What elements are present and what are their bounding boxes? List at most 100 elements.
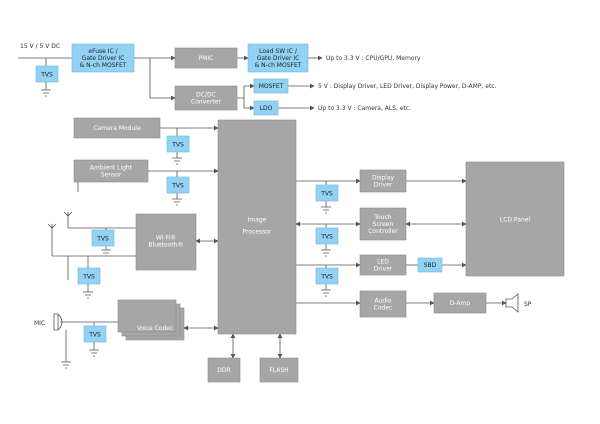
blocks — [71, 43, 565, 383]
tvs-led-label: TVS — [320, 274, 333, 281]
sbd-block — [417, 257, 443, 273]
vin-label: 15 V / 5 V DC — [20, 43, 60, 50]
image-label-line-1: Processor — [243, 229, 272, 236]
damp-label: D-Amp — [450, 300, 471, 307]
touch-label-line-1: Screen — [373, 221, 394, 228]
dcdc-mosfet-arrow — [243, 83, 255, 98]
image-processor-block — [217, 119, 297, 335]
ldo-block — [253, 100, 279, 116]
pmic-block — [174, 47, 238, 69]
tvs-als: TVS — [166, 176, 190, 194]
ground-symbols — [41, 89, 331, 369]
tvs-disp: TVS — [315, 184, 339, 202]
audio-codec-block — [359, 290, 407, 318]
flash-block — [259, 357, 299, 383]
ldo-label: LDO — [260, 105, 273, 112]
tvs-disp-label: TVS — [320, 191, 333, 198]
pmic-label: PMIC — [199, 55, 214, 62]
dcdc-label-line-0: DC/DC — [196, 92, 216, 99]
microphone-icon — [53, 313, 63, 331]
als-block — [73, 159, 149, 183]
efuse-dcdc-arrow — [149, 58, 176, 101]
sbd-label-line-0: SBD — [424, 262, 437, 269]
tvs-wifi: TVS — [91, 229, 115, 247]
loadsw-label-line-1: Gate Driver IC — [257, 55, 300, 62]
led-driver-block — [359, 254, 407, 276]
gnd-als — [172, 198, 182, 206]
gnd-mic-tvs — [89, 349, 99, 357]
flash-label-line-0: FLASH — [269, 367, 288, 374]
damp-label-line-0: D-Amp — [450, 300, 471, 307]
loadsw-label-line-2: & N-ch MOSFET — [255, 62, 302, 69]
als-label-line-0: Ambient Light — [90, 165, 133, 172]
tvs-touch-box — [315, 227, 339, 245]
loadsw-block — [247, 43, 309, 73]
wifi-label-line-0: Wi-Fi® — [156, 235, 176, 242]
efuse-label-line-2: & N-ch MOSFET — [80, 62, 127, 69]
mosfet-label: MOSFET — [259, 83, 284, 90]
gnd-mic — [61, 361, 71, 369]
tvs-touch: TVS — [315, 227, 339, 245]
gnd-ant2 — [83, 291, 93, 299]
camera-label-line-0: Camera Module — [93, 125, 141, 132]
voice-block — [117, 299, 177, 333]
tvs-mic-box — [83, 325, 107, 343]
tvs-wifi-box — [91, 229, 115, 247]
out-camera-label: Up to 3.3 V : Camera, ALS, etc. — [318, 105, 411, 112]
speaker-icon — [505, 293, 519, 313]
tvs-ant2-box — [77, 267, 101, 285]
loadsw-label: Load SW IC /Gate Driver IC& N-ch MOSFET — [255, 48, 302, 69]
lcd-label-line-0: LCD Panel — [500, 217, 531, 224]
wifi-block — [135, 213, 197, 271]
antenna2-icon — [47, 223, 57, 229]
gnd-disp — [321, 206, 331, 214]
loadsw-label-line-0: Load SW IC / — [259, 48, 298, 55]
dcdc-label-line-1: Converter — [191, 99, 221, 106]
audio-label-line-0: Audio — [374, 298, 391, 305]
tvs-cam-box — [166, 135, 190, 153]
gnd-touch — [321, 249, 331, 257]
efuse-label-line-0: eFuse IC / — [88, 48, 118, 55]
tvs-cam: TVS — [166, 135, 190, 153]
tvs-touch-label: TVS — [320, 234, 333, 241]
tvs-ant2: TVS — [77, 267, 101, 285]
als-label-line-1: Sensor — [101, 172, 122, 179]
touch-label-line-2: Controller — [368, 228, 398, 235]
voice-label: Voice Codec — [137, 325, 174, 332]
gnd-wifi — [101, 249, 111, 257]
tvs-ant2-label: TVS — [82, 274, 95, 281]
pmic-label-line-0: PMIC — [199, 55, 214, 62]
display-label-line-0: Display — [372, 175, 395, 182]
display-label-line-1: Driver — [374, 182, 393, 189]
tvs-vin-box — [35, 65, 59, 83]
tvs-mic-label: TVS — [88, 332, 101, 339]
gnd-vin — [41, 89, 51, 97]
efuse-label: eFuse IC /Gate Driver IC& N-ch MOSFET — [80, 48, 127, 69]
led-label-line-0: LED — [377, 259, 389, 266]
mosfet-label-line-0: MOSFET — [259, 83, 284, 90]
ldo-label-line-0: LDO — [260, 105, 273, 112]
display-driver-block — [359, 169, 407, 193]
antenna1-icon — [63, 211, 73, 217]
audio-label-line-1: Codec — [374, 305, 393, 312]
gnd-led — [321, 289, 331, 297]
out-display-label: 5 V : Display Driver, LED Driver, Displa… — [318, 83, 497, 90]
dcdc-ldo-arrow — [243, 98, 255, 111]
ddr-block — [207, 357, 241, 383]
efuse-block — [71, 43, 135, 73]
gnd-cam — [172, 157, 182, 165]
ddr-label: DDR — [217, 367, 230, 374]
tvs-als-label: TVS — [171, 183, 184, 190]
touch-label-line-0: Touch — [373, 214, 391, 221]
tvs-als-box — [166, 176, 190, 194]
